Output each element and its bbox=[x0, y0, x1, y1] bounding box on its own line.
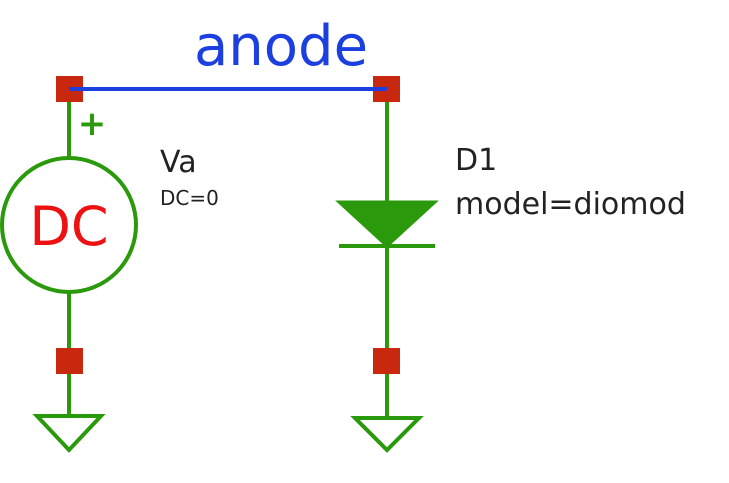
node-diode-ground[interactable] bbox=[373, 348, 400, 374]
polarity-plus: + bbox=[78, 104, 107, 144]
node-source-ground[interactable] bbox=[56, 348, 83, 374]
source-name-label: Va bbox=[160, 145, 197, 180]
ground-symbol-left bbox=[32, 414, 106, 453]
source-param-label: DC=0 bbox=[160, 186, 219, 210]
net-label-anode: anode bbox=[194, 14, 368, 79]
diode-param-label: model=diomod bbox=[455, 187, 686, 222]
diode-name-label: D1 bbox=[455, 143, 497, 178]
diode-d1[interactable] bbox=[335, 100, 439, 418]
diode-triangle bbox=[335, 200, 439, 249]
source-symbol-text: DC bbox=[29, 195, 108, 258]
dc-source-va[interactable]: DC + bbox=[0, 100, 138, 416]
ground-symbol-right bbox=[350, 416, 424, 453]
